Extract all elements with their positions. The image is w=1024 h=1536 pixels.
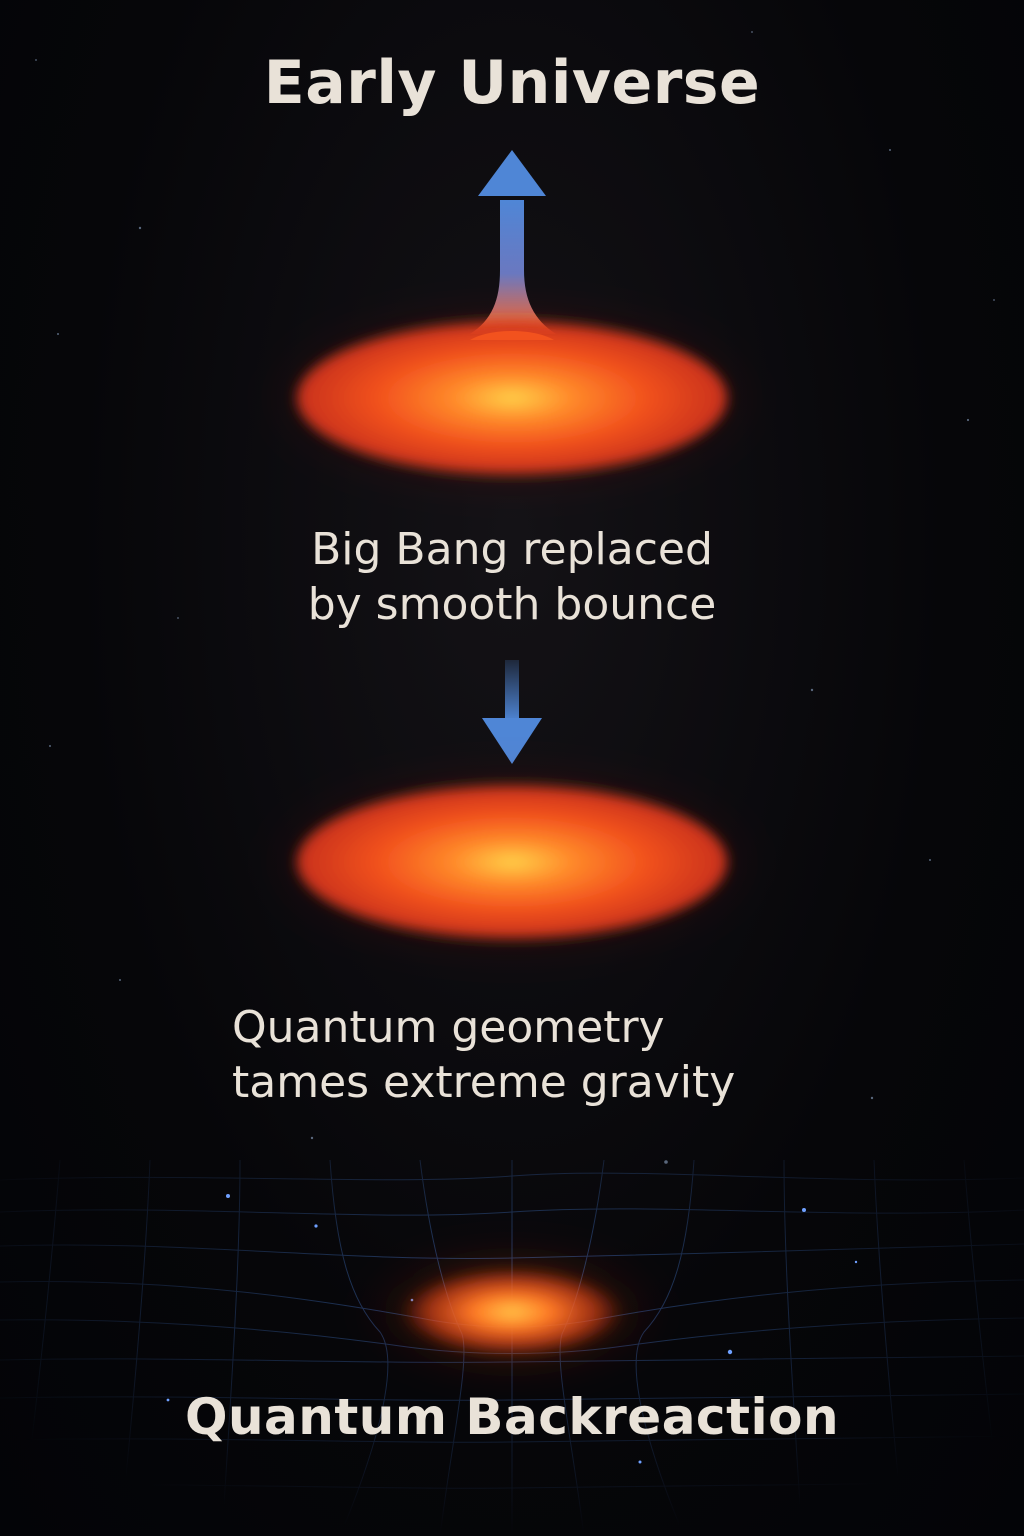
arrow-up-icon xyxy=(470,150,556,334)
starfield xyxy=(35,31,995,1164)
title-early-universe: Early Universe xyxy=(263,48,761,118)
caption-bounce-line-1: Big Bang replaced xyxy=(311,524,713,575)
caption-quantum-geometry: Quantum geometry tames extreme gravity xyxy=(200,1000,820,1110)
arrow-down-icon xyxy=(482,660,542,764)
caption-geometry-line-1: Quantum geometry xyxy=(232,1002,665,1053)
caption-bounce-line-2: by smooth bounce xyxy=(307,579,717,630)
caption-geometry-line-2: tames extreme gravity xyxy=(232,1057,736,1108)
bounce-glow-top xyxy=(262,303,762,493)
backreaction-glow xyxy=(362,1248,662,1376)
bounce-glow-middle xyxy=(262,766,762,958)
title-quantum-backreaction: Quantum Backreaction xyxy=(184,1388,840,1446)
caption-bounce: Big Bang replaced by smooth bounce xyxy=(212,522,812,632)
